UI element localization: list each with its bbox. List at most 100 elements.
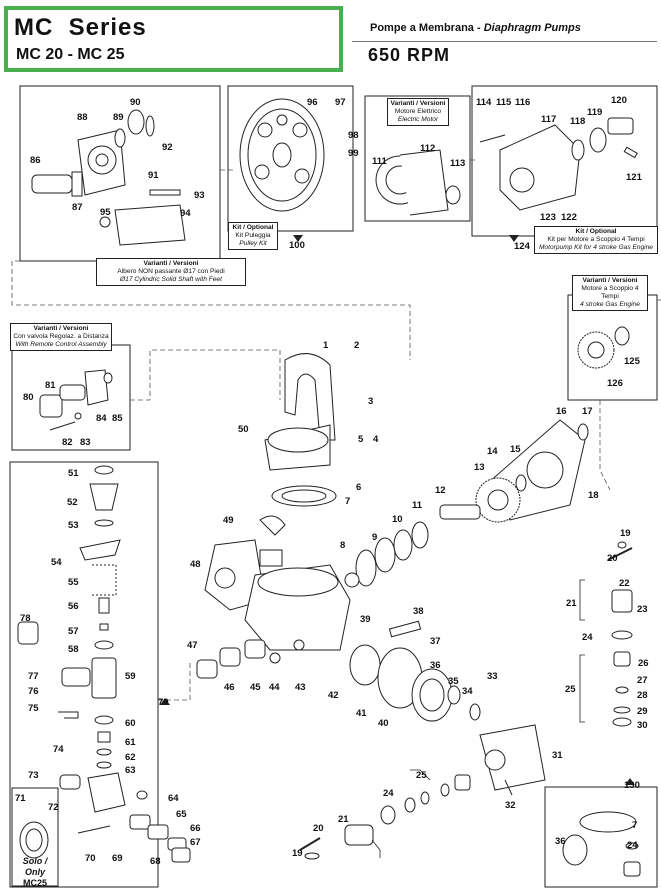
part-number-18: 18 (588, 490, 599, 501)
part-number-10: 10 (392, 514, 403, 525)
note-remote-l1: Varianti / Versioni (33, 325, 89, 332)
part-number-125: 125 (624, 356, 640, 367)
part-number-57: 57 (68, 626, 79, 637)
part-number-71: 71 (15, 793, 26, 804)
part-number-95: 95 (100, 207, 111, 218)
part-number-94: 94 (180, 208, 191, 219)
note-motorpump-l3: Motorpump Kit for 4 stroke Gas Engine (539, 244, 653, 251)
frame-pulley-kit (227, 85, 354, 232)
series-title: MC Series (14, 14, 147, 41)
part-number-56: 56 (68, 601, 79, 612)
part-number-37: 37 (430, 636, 441, 647)
title-frame (4, 6, 343, 72)
note-electric-l3: Electric Motor (397, 116, 439, 123)
part-number-1: 1 (323, 340, 329, 351)
part-number-46: 46 (224, 682, 235, 693)
part-number-40: 40 (378, 718, 389, 729)
part-number-51: 51 (68, 468, 79, 479)
part-number-65: 65 (176, 809, 187, 820)
part-number-7: 7 (345, 496, 351, 507)
part-number-35: 35 (448, 676, 459, 687)
note-pulley-l2: Kit Puleggia (235, 232, 271, 239)
part-number-24-alt: 24 (627, 840, 638, 851)
note-solo-l2: MC25 (22, 878, 47, 888)
part-number-25: 25 (565, 684, 576, 695)
part-number-67: 67 (190, 837, 201, 848)
part-number-89: 89 (113, 112, 124, 123)
part-number-117: 117 (541, 114, 557, 125)
part-number-84: 84 (96, 413, 107, 424)
part-number-48: 48 (190, 559, 201, 570)
part-number-25-alt: 25 (416, 770, 427, 781)
part-number-24: 24 (582, 632, 593, 643)
note-electric-l2: Motore Elettrico (394, 108, 442, 115)
part-number-68: 68 (150, 856, 161, 867)
note-gas-l1: Varianti / Versioni (582, 277, 638, 284)
part-number-5: 5 (358, 434, 364, 445)
part-number-26: 26 (638, 658, 649, 669)
part-number-36: 36 (430, 660, 441, 671)
part-number-49: 49 (223, 515, 234, 526)
part-number-2: 2 (354, 340, 360, 351)
part-number-111: 111 (372, 156, 387, 167)
part-number-69: 69 (112, 853, 123, 864)
part-number-28: 28 (637, 690, 648, 701)
part-number-66: 66 (190, 823, 201, 834)
part-number-79: 79 (158, 697, 169, 708)
part-number-8: 8 (340, 540, 346, 551)
part-number-50: 50 (238, 424, 249, 435)
part-number-13: 13 (474, 462, 485, 473)
part-number-78: 78 (20, 613, 31, 624)
subtitle-it: Pompe a Membrana - (370, 22, 484, 34)
part-number-43: 43 (295, 682, 306, 693)
part-number-32: 32 (505, 800, 516, 811)
subtitle-en: Diaphragm Pumps (483, 22, 581, 34)
header-divider (352, 41, 657, 42)
part-number-34: 34 (462, 686, 473, 697)
part-number-83: 83 (80, 437, 91, 448)
note-electric-l1: Varianti / Versioni (390, 100, 446, 107)
part-number-92: 92 (162, 142, 173, 153)
part-number-113: 113 (450, 158, 466, 169)
part-number-97: 97 (335, 97, 346, 108)
part-number-86: 86 (30, 155, 41, 166)
part-number-55: 55 (68, 577, 79, 588)
part-number-17: 17 (582, 406, 593, 417)
note-pulley-kit: Kit / Optional Kit Puleggia Pulley Kit (228, 222, 278, 250)
part-number-118: 118 (570, 116, 586, 127)
frame-electric-motor (364, 95, 471, 222)
part-number-88: 88 (77, 112, 88, 123)
part-number-112: 112 (420, 143, 436, 154)
part-number-20-alt: 20 (313, 823, 324, 834)
part-number-36-alt: 36 (555, 836, 566, 847)
part-number-7-alt: 7 (632, 820, 638, 831)
part-number-45: 45 (250, 682, 261, 693)
part-number-98: 98 (348, 130, 359, 141)
part-number-39: 39 (360, 614, 371, 625)
part-number-33: 33 (487, 671, 498, 682)
frame-regulator-valve (9, 461, 159, 888)
part-number-77: 77 (28, 671, 39, 682)
part-number-76: 76 (28, 686, 39, 697)
part-number-81: 81 (45, 380, 56, 391)
frame-solo-mc25 (11, 787, 59, 887)
note-gas-l2: Motore a Scoppio 4 Tempi (581, 285, 639, 300)
part-number-93: 93 (194, 190, 205, 201)
subtitle: Pompe a Membrana - Diaphragm Pumps (370, 22, 581, 34)
part-number-61: 61 (125, 737, 136, 748)
part-number-15: 15 (510, 444, 521, 455)
part-number-4: 4 (373, 434, 379, 445)
note-shaft-variant: Varianti / Versioni Albero NON passante … (96, 258, 246, 286)
part-number-120: 120 (611, 95, 627, 106)
part-number-70: 70 (85, 853, 96, 864)
part-number-42: 42 (328, 690, 339, 701)
note-shaft-l1: Varianti / Versioni (143, 260, 199, 267)
part-number-119: 119 (587, 107, 603, 118)
part-number-53: 53 (68, 520, 79, 531)
part-number-64: 64 (168, 793, 179, 804)
part-number-115: 115 (496, 97, 512, 108)
part-number-9: 9 (372, 532, 378, 543)
part-number-87: 87 (72, 202, 83, 213)
part-number-21-alt: 21 (338, 814, 349, 825)
